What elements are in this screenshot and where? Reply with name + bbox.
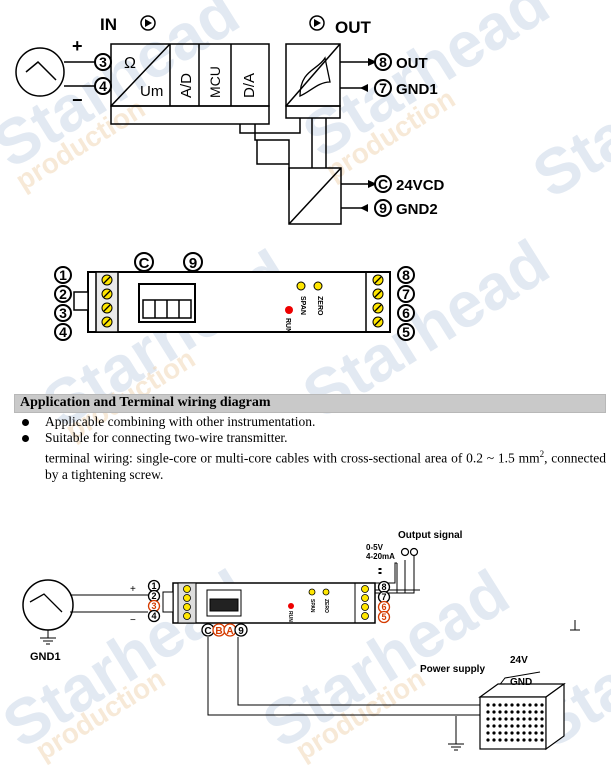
minus-sign: − [72, 90, 83, 110]
gnd1-label: GND1 [30, 651, 61, 663]
run-led [285, 306, 293, 314]
wiring-left-1: 1 [151, 581, 156, 591]
out-arrow-icon [309, 15, 325, 31]
output-signal-terminals [400, 547, 419, 557]
um-label: Um [140, 83, 163, 100]
plus-sign: + [72, 36, 83, 56]
bullet-item: Suitable for connecting two-wire transmi… [20, 430, 606, 446]
wiring-left-terminals: 1 2 3 4 [147, 579, 161, 623]
range-0-5v-label: 0-5V [366, 543, 384, 552]
wiring-bottom-c: C [204, 626, 211, 637]
in-label: IN [100, 15, 117, 34]
wiring-plus: + [130, 584, 136, 595]
mcu-label: MCU [207, 66, 223, 98]
wiring-right-5: 5 [381, 612, 386, 622]
gnd2-terminal-label: GND2 [396, 201, 438, 218]
out-label: OUT [335, 18, 372, 37]
sensor-icon [22, 579, 74, 631]
zero-label: ZERO [316, 296, 323, 316]
wiring-run-label: RUN [287, 611, 293, 622]
note-superscript: 2 [539, 449, 545, 459]
module-drawing: ZERO SPAN RUN [73, 271, 391, 333]
top-right-terminals: 8 OUT 7 GND1 C 24VCD 9 GND2 [374, 53, 445, 218]
module-left-2: 2 [59, 286, 67, 302]
run-label: RUN [284, 318, 291, 333]
wiring-right-8: 8 [381, 582, 386, 592]
wiring-bottom-b: B [215, 626, 222, 637]
terminal-9-label: 9 [379, 200, 387, 216]
bullet-text: Applicable combining with other instrume… [45, 414, 316, 429]
gnd1-terminal-label: GND1 [396, 81, 438, 98]
bullet-icon [22, 419, 29, 426]
module-right-8: 8 [402, 267, 410, 283]
wiring-right-6: 6 [381, 602, 386, 612]
wiring-bottom-a: A [226, 626, 233, 637]
wiring-bottom-9: 9 [238, 626, 244, 637]
section-title: Application and Terminal wiring diagram [20, 395, 271, 410]
wiring-diagram [22, 553, 580, 751]
wiring-left-2: 2 [151, 591, 156, 601]
span-label: SPAN [299, 296, 306, 315]
isolation-symbol [299, 56, 331, 97]
module-left-4: 4 [59, 324, 67, 340]
thermocouple-symbol [25, 60, 57, 81]
wiring-minus: − [130, 615, 136, 626]
ad-label: A/D [178, 73, 195, 98]
output-signal-label: Output signal [398, 530, 463, 541]
arrow-heads [95, 19, 377, 212]
module-right-7: 7 [402, 286, 410, 302]
wiring-left-3: 3 [151, 601, 156, 611]
omega-label: Ω [124, 55, 136, 72]
module-left-3: 3 [59, 305, 67, 321]
block-diagram [15, 15, 368, 225]
out-terminal-label: OUT [396, 55, 428, 72]
range-4-20ma-label: 4-20mA [366, 552, 395, 561]
wiring-zero-label: ZERO [323, 599, 329, 613]
wiring-right-7: 7 [381, 592, 386, 602]
terminal-3-label: 3 [99, 54, 107, 70]
sensor-icon [15, 47, 65, 97]
terminal-7-label: 7 [379, 80, 387, 96]
module-right-6: 6 [402, 305, 410, 321]
power-isolator-block [288, 167, 342, 225]
terminal-4-label: 4 [99, 78, 107, 94]
omega-divider [110, 43, 171, 107]
module-c-label: C [139, 255, 150, 272]
da-label: D/A [241, 73, 258, 98]
note-text-end: , connected by a tightening screw. [45, 450, 607, 482]
section-body: Applicable combining with other instrume… [20, 414, 606, 483]
wiring-left-4: 4 [151, 611, 156, 621]
converter-base [110, 105, 270, 125]
power-supply-label: Power supply [420, 664, 485, 675]
24v-label: 24V [510, 655, 528, 666]
module-9-label: 9 [189, 255, 197, 272]
bullet-text: Suitable for connecting two-wire transmi… [45, 430, 288, 445]
module-terminal-badges: C 9 1 2 3 4 8 7 6 5 [54, 252, 415, 341]
gnd-label: GND [510, 677, 532, 688]
wiring-module-details: ZERO SPAN RUN [183, 585, 369, 622]
bullet-icon [22, 435, 29, 442]
terminal-8-label: 8 [379, 54, 387, 70]
in-arrow-icon [140, 15, 156, 31]
wiring-right-terminals: 8 7 6 5 [377, 580, 391, 624]
top-left-terminals: 3 4 [94, 53, 112, 95]
terminal-c-label: C [378, 176, 388, 192]
bullet-item: Applicable combining with other instrume… [20, 414, 606, 430]
vcd-terminal-label: 24VCD [396, 177, 445, 194]
note-text: terminal wiring: single-core or multi-co… [45, 450, 540, 466]
wiring-bottom-terminals: C B A 9 [201, 623, 248, 637]
section-header-bar [14, 394, 606, 413]
module-right-5: 5 [402, 324, 410, 340]
wiring-note: terminal wiring: single-core or multi-co… [20, 446, 606, 483]
wiring-span-label: SPAN [309, 599, 315, 613]
power-supply-vents [486, 703, 544, 742]
module-left-1: 1 [59, 267, 67, 283]
